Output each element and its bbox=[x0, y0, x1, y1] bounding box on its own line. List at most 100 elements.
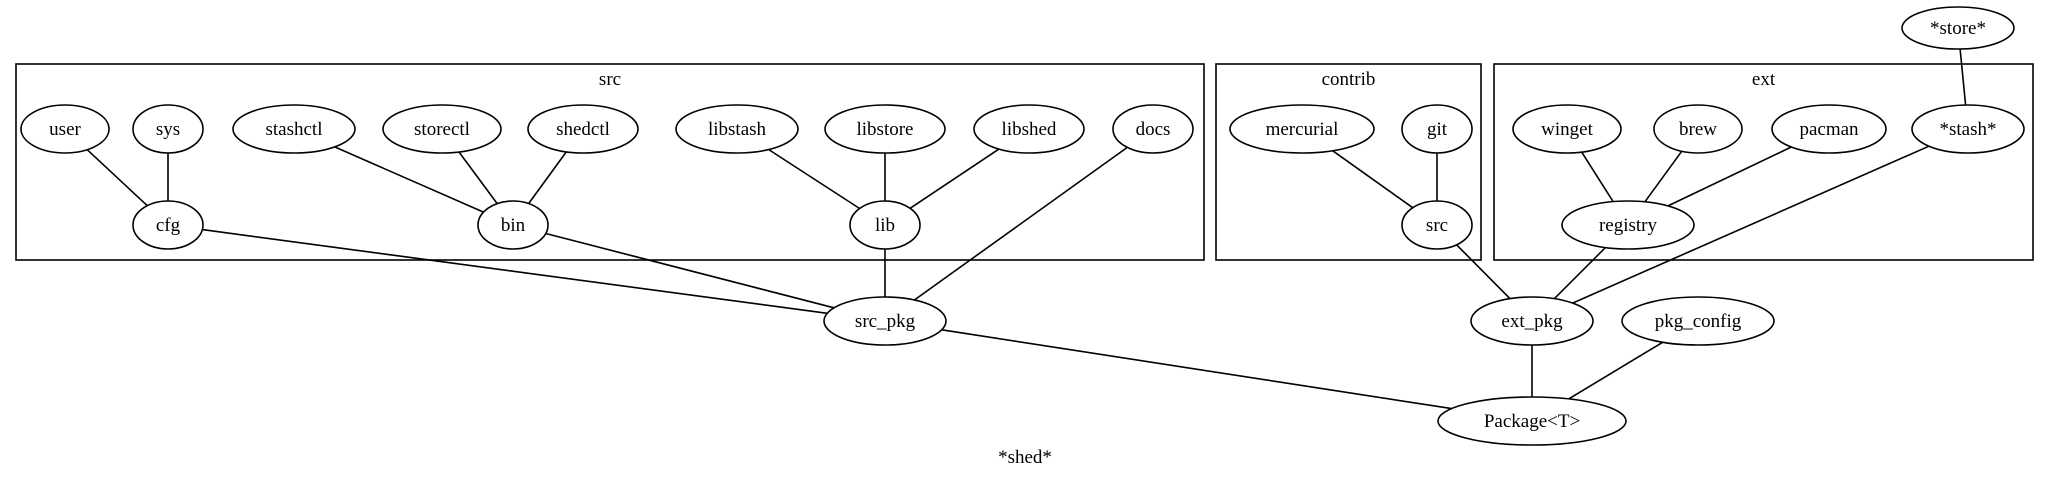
node-brew-label: brew bbox=[1679, 119, 1717, 140]
node-pacman-label: pacman bbox=[1799, 119, 1859, 140]
node-git-ellipse bbox=[1401, 104, 1473, 154]
node-libshed-ellipse bbox=[973, 104, 1085, 154]
node-bin-ellipse bbox=[477, 200, 549, 250]
node-src_pkg-label: src_pkg bbox=[855, 311, 916, 332]
node-brew-ellipse bbox=[1653, 104, 1743, 154]
node-winget: winget bbox=[1512, 104, 1622, 154]
node-ext_pkg: ext_pkg bbox=[1470, 296, 1594, 346]
node-user-ellipse bbox=[20, 104, 110, 154]
node-sys-label: sys bbox=[156, 119, 180, 140]
node-winget-label: winget bbox=[1541, 119, 1593, 140]
node-docs-label: docs bbox=[1136, 119, 1171, 140]
edge-brew-registry bbox=[1644, 150, 1683, 203]
node-lib-label: lib bbox=[875, 215, 895, 236]
node-user: user bbox=[20, 104, 110, 154]
node-bin-label: bin bbox=[501, 215, 526, 236]
node-stashctl: stashctl bbox=[232, 104, 356, 154]
node-src_pkg: src_pkg bbox=[823, 296, 947, 346]
node-stash-ellipse bbox=[1911, 104, 2025, 154]
edges-layer bbox=[86, 48, 1967, 410]
node-contrib_src: src bbox=[1401, 200, 1473, 250]
node-pkg_config-label: pkg_config bbox=[1655, 311, 1742, 332]
edge-libshed-lib bbox=[909, 148, 1000, 209]
cluster-ext: ext bbox=[1493, 63, 2034, 261]
node-brew: brew bbox=[1653, 104, 1743, 154]
cluster-ext-label: ext bbox=[1752, 69, 1776, 90]
node-pacman-ellipse bbox=[1771, 104, 1887, 154]
nodes-layer: *store* user sys stashctl storectl shedctl lib… bbox=[20, 6, 2025, 446]
node-mercurial-ellipse bbox=[1229, 104, 1375, 154]
node-docs: docs bbox=[1112, 104, 1194, 154]
node-libstash-ellipse bbox=[675, 104, 799, 154]
node-git: git bbox=[1401, 104, 1473, 154]
edge-pacman-registry bbox=[1667, 146, 1792, 207]
node-libshed: libshed bbox=[973, 104, 1085, 154]
node-package-label: Package<T> bbox=[1484, 411, 1580, 432]
node-sys-ellipse bbox=[132, 104, 204, 154]
edge-stash-ext_pkg bbox=[1572, 145, 1930, 304]
cluster-contrib-box bbox=[1215, 63, 1482, 261]
node-lib: lib bbox=[849, 200, 921, 250]
edge-storectl-bin bbox=[458, 151, 498, 205]
node-stash-label: *stash* bbox=[1940, 119, 1997, 140]
node-libstore-label: libstore bbox=[857, 119, 914, 140]
node-storectl: storectl bbox=[382, 104, 502, 154]
node-stash: *stash* bbox=[1911, 104, 2025, 154]
cluster-ext-box bbox=[1493, 63, 2034, 261]
edge-shedctl-bin bbox=[528, 151, 567, 204]
node-registry-label: registry bbox=[1599, 215, 1658, 236]
node-docs-ellipse bbox=[1112, 104, 1194, 154]
node-registry: registry bbox=[1561, 200, 1695, 250]
graph-label: *shed* bbox=[998, 447, 1052, 468]
edge-mercurial-contrib_src bbox=[1332, 150, 1414, 209]
edge-winget-registry bbox=[1581, 151, 1614, 203]
node-pkg_config: pkg_config bbox=[1621, 296, 1775, 346]
node-stashctl-ellipse bbox=[232, 104, 356, 154]
node-registry-ellipse bbox=[1561, 200, 1695, 250]
node-package-ellipse bbox=[1437, 396, 1627, 446]
node-cfg: cfg bbox=[132, 200, 204, 250]
cluster-src: src bbox=[15, 63, 1205, 261]
node-pkg_config-ellipse bbox=[1621, 296, 1775, 346]
node-package: Package<T> bbox=[1437, 396, 1627, 446]
edge-bin-src_pkg bbox=[545, 232, 835, 309]
node-lib-ellipse bbox=[849, 200, 921, 250]
edge-libstash-lib bbox=[768, 148, 861, 210]
edge-cfg-src_pkg bbox=[202, 228, 828, 315]
node-ext_pkg-label: ext_pkg bbox=[1501, 311, 1563, 332]
node-pacman: pacman bbox=[1771, 104, 1887, 154]
edge-store_root-stash bbox=[1959, 48, 1967, 106]
edge-docs-src_pkg bbox=[913, 146, 1128, 301]
node-stashctl-label: stashctl bbox=[266, 119, 323, 140]
cluster-contrib: contrib bbox=[1215, 63, 1482, 261]
node-contrib_src-ellipse bbox=[1401, 200, 1473, 250]
node-sys: sys bbox=[132, 104, 204, 154]
node-user-label: user bbox=[49, 119, 81, 140]
node-libstore-ellipse bbox=[824, 104, 946, 154]
node-libstash: libstash bbox=[675, 104, 799, 154]
node-shedctl-ellipse bbox=[527, 104, 639, 154]
node-storectl-label: storectl bbox=[414, 119, 470, 140]
node-store_root: *store* bbox=[1901, 6, 2015, 50]
node-store_root-ellipse bbox=[1901, 6, 2015, 50]
node-cfg-ellipse bbox=[132, 200, 204, 250]
node-shedctl-label: shedctl bbox=[556, 119, 610, 140]
node-shedctl: shedctl bbox=[527, 104, 639, 154]
edge-registry-ext_pkg bbox=[1553, 247, 1606, 300]
node-storectl-ellipse bbox=[382, 104, 502, 154]
node-cfg-label: cfg bbox=[156, 215, 181, 236]
node-libshed-label: libshed bbox=[1002, 119, 1057, 140]
cluster-src-label: src bbox=[599, 69, 621, 90]
node-libstore: libstore bbox=[824, 104, 946, 154]
edge-user-cfg bbox=[86, 149, 148, 207]
edge-stashctl-bin bbox=[334, 146, 484, 213]
edge-contrib_src-ext_pkg bbox=[1456, 244, 1511, 300]
cluster-src-box bbox=[15, 63, 1205, 261]
node-src_pkg-ellipse bbox=[823, 296, 947, 346]
node-mercurial: mercurial bbox=[1229, 104, 1375, 154]
node-store_root-label: *store* bbox=[1930, 18, 1986, 39]
node-git-label: git bbox=[1427, 119, 1448, 140]
node-contrib_src-label: src bbox=[1426, 215, 1448, 236]
